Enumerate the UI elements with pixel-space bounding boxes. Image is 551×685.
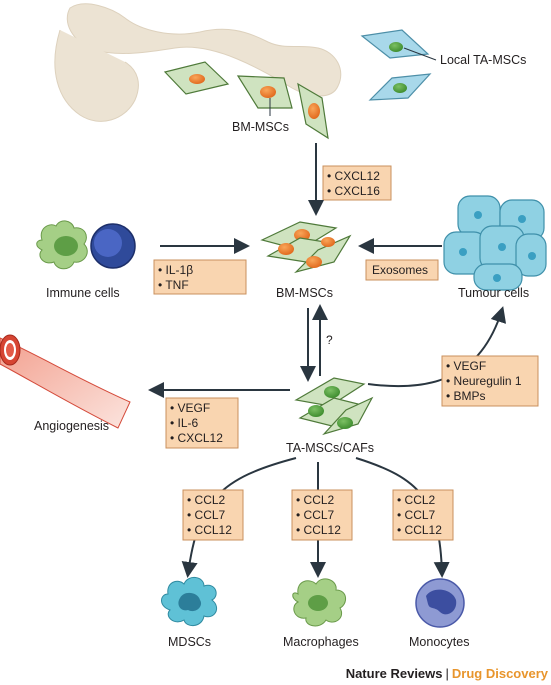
box-cxcl-top-line-1: • CXCL12: [327, 169, 380, 183]
box-ccl-right: • CCL2 • CCL7 • CCL12: [392, 489, 454, 541]
ta-msc-caf-cells: [294, 377, 374, 436]
credit-separator: |: [445, 666, 449, 681]
label-macrophages: Macrophages: [283, 635, 359, 649]
box-tumour-factors: • VEGF • Neuregulin 1 • BMPs: [441, 355, 539, 407]
label-bm-mscs-top: BM-MSCs: [232, 120, 289, 134]
box-tumour-line-1: • VEGF: [446, 359, 486, 373]
journal-section: Drug Discovery: [451, 666, 548, 681]
box-angio-line-1: • VEGF: [170, 401, 210, 415]
label-mdscs: MDSCs: [168, 635, 211, 649]
box-cxcl-top: • CXCL12 • CXCL16: [322, 165, 392, 201]
journal-name: Nature Reviews: [345, 666, 443, 681]
box-ccl-left-line-2: • CCL7: [187, 508, 226, 522]
mdsc-cell-illustration: [161, 577, 217, 626]
label-tumour-cells: Tumour cells: [458, 286, 529, 300]
box-ccl-left-line-3: • CCL12: [187, 523, 232, 537]
box-ccl-left-line-1: • CCL2: [187, 493, 226, 507]
box-exosomes: Exosomes: [365, 259, 439, 281]
immune-cells-illustration: [36, 220, 136, 270]
macrophage-cell-illustration: [292, 578, 346, 627]
box-angiogenesis: • VEGF • IL-6 • CXCL12: [165, 397, 239, 449]
monocyte-cell-illustration: [415, 578, 465, 628]
box-immune: • IL-1β • TNF: [153, 259, 247, 295]
box-ccl-right-line-2: • CCL7: [397, 508, 436, 522]
label-bm-mscs-center: BM-MSCs: [276, 286, 333, 300]
label-question: ?: [326, 333, 333, 347]
tumour-cells-illustration: [443, 195, 547, 291]
label-local-ta-mscs: Local TA-MSCs: [440, 53, 526, 67]
box-ccl-right-line-3: • CCL12: [397, 523, 442, 537]
publication-credit: Nature Reviews|Drug Discovery: [0, 666, 548, 681]
box-immune-line-2: • TNF: [158, 278, 189, 292]
box-tumour-line-2: • Neuregulin 1: [446, 374, 522, 388]
label-ta-mscs-cafs: TA-MSCs/CAFs: [286, 441, 374, 455]
box-cxcl-top-line-2: • CXCL16: [327, 184, 380, 198]
bone-marrow-illustration: [54, 3, 342, 122]
bm-msc-cells-center: [260, 221, 352, 274]
box-angio-line-2: • IL-6: [170, 416, 199, 430]
box-ccl-left: • CCL2 • CCL7 • CCL12: [182, 489, 244, 541]
box-ccl-mid-line-1: • CCL2: [296, 493, 335, 507]
label-monocytes: Monocytes: [409, 635, 469, 649]
box-ccl-mid-line-3: • CCL12: [296, 523, 341, 537]
blood-vessel-illustration: [0, 334, 131, 429]
box-ccl-right-line-1: • CCL2: [397, 493, 436, 507]
box-exosomes-text: Exosomes: [372, 263, 428, 277]
label-angiogenesis: Angiogenesis: [34, 419, 109, 433]
box-angio-line-3: • CXCL12: [170, 431, 223, 445]
box-tumour-line-3: • BMPs: [446, 389, 486, 403]
label-immune-cells: Immune cells: [46, 286, 120, 300]
box-immune-line-1: • IL-1β: [158, 263, 193, 277]
local-ta-msc-cells: [360, 29, 437, 101]
bm-msc-cells-top: [163, 61, 329, 140]
box-ccl-mid-line-2: • CCL7: [296, 508, 335, 522]
box-ccl-mid: • CCL2 • CCL7 • CCL12: [291, 489, 353, 541]
